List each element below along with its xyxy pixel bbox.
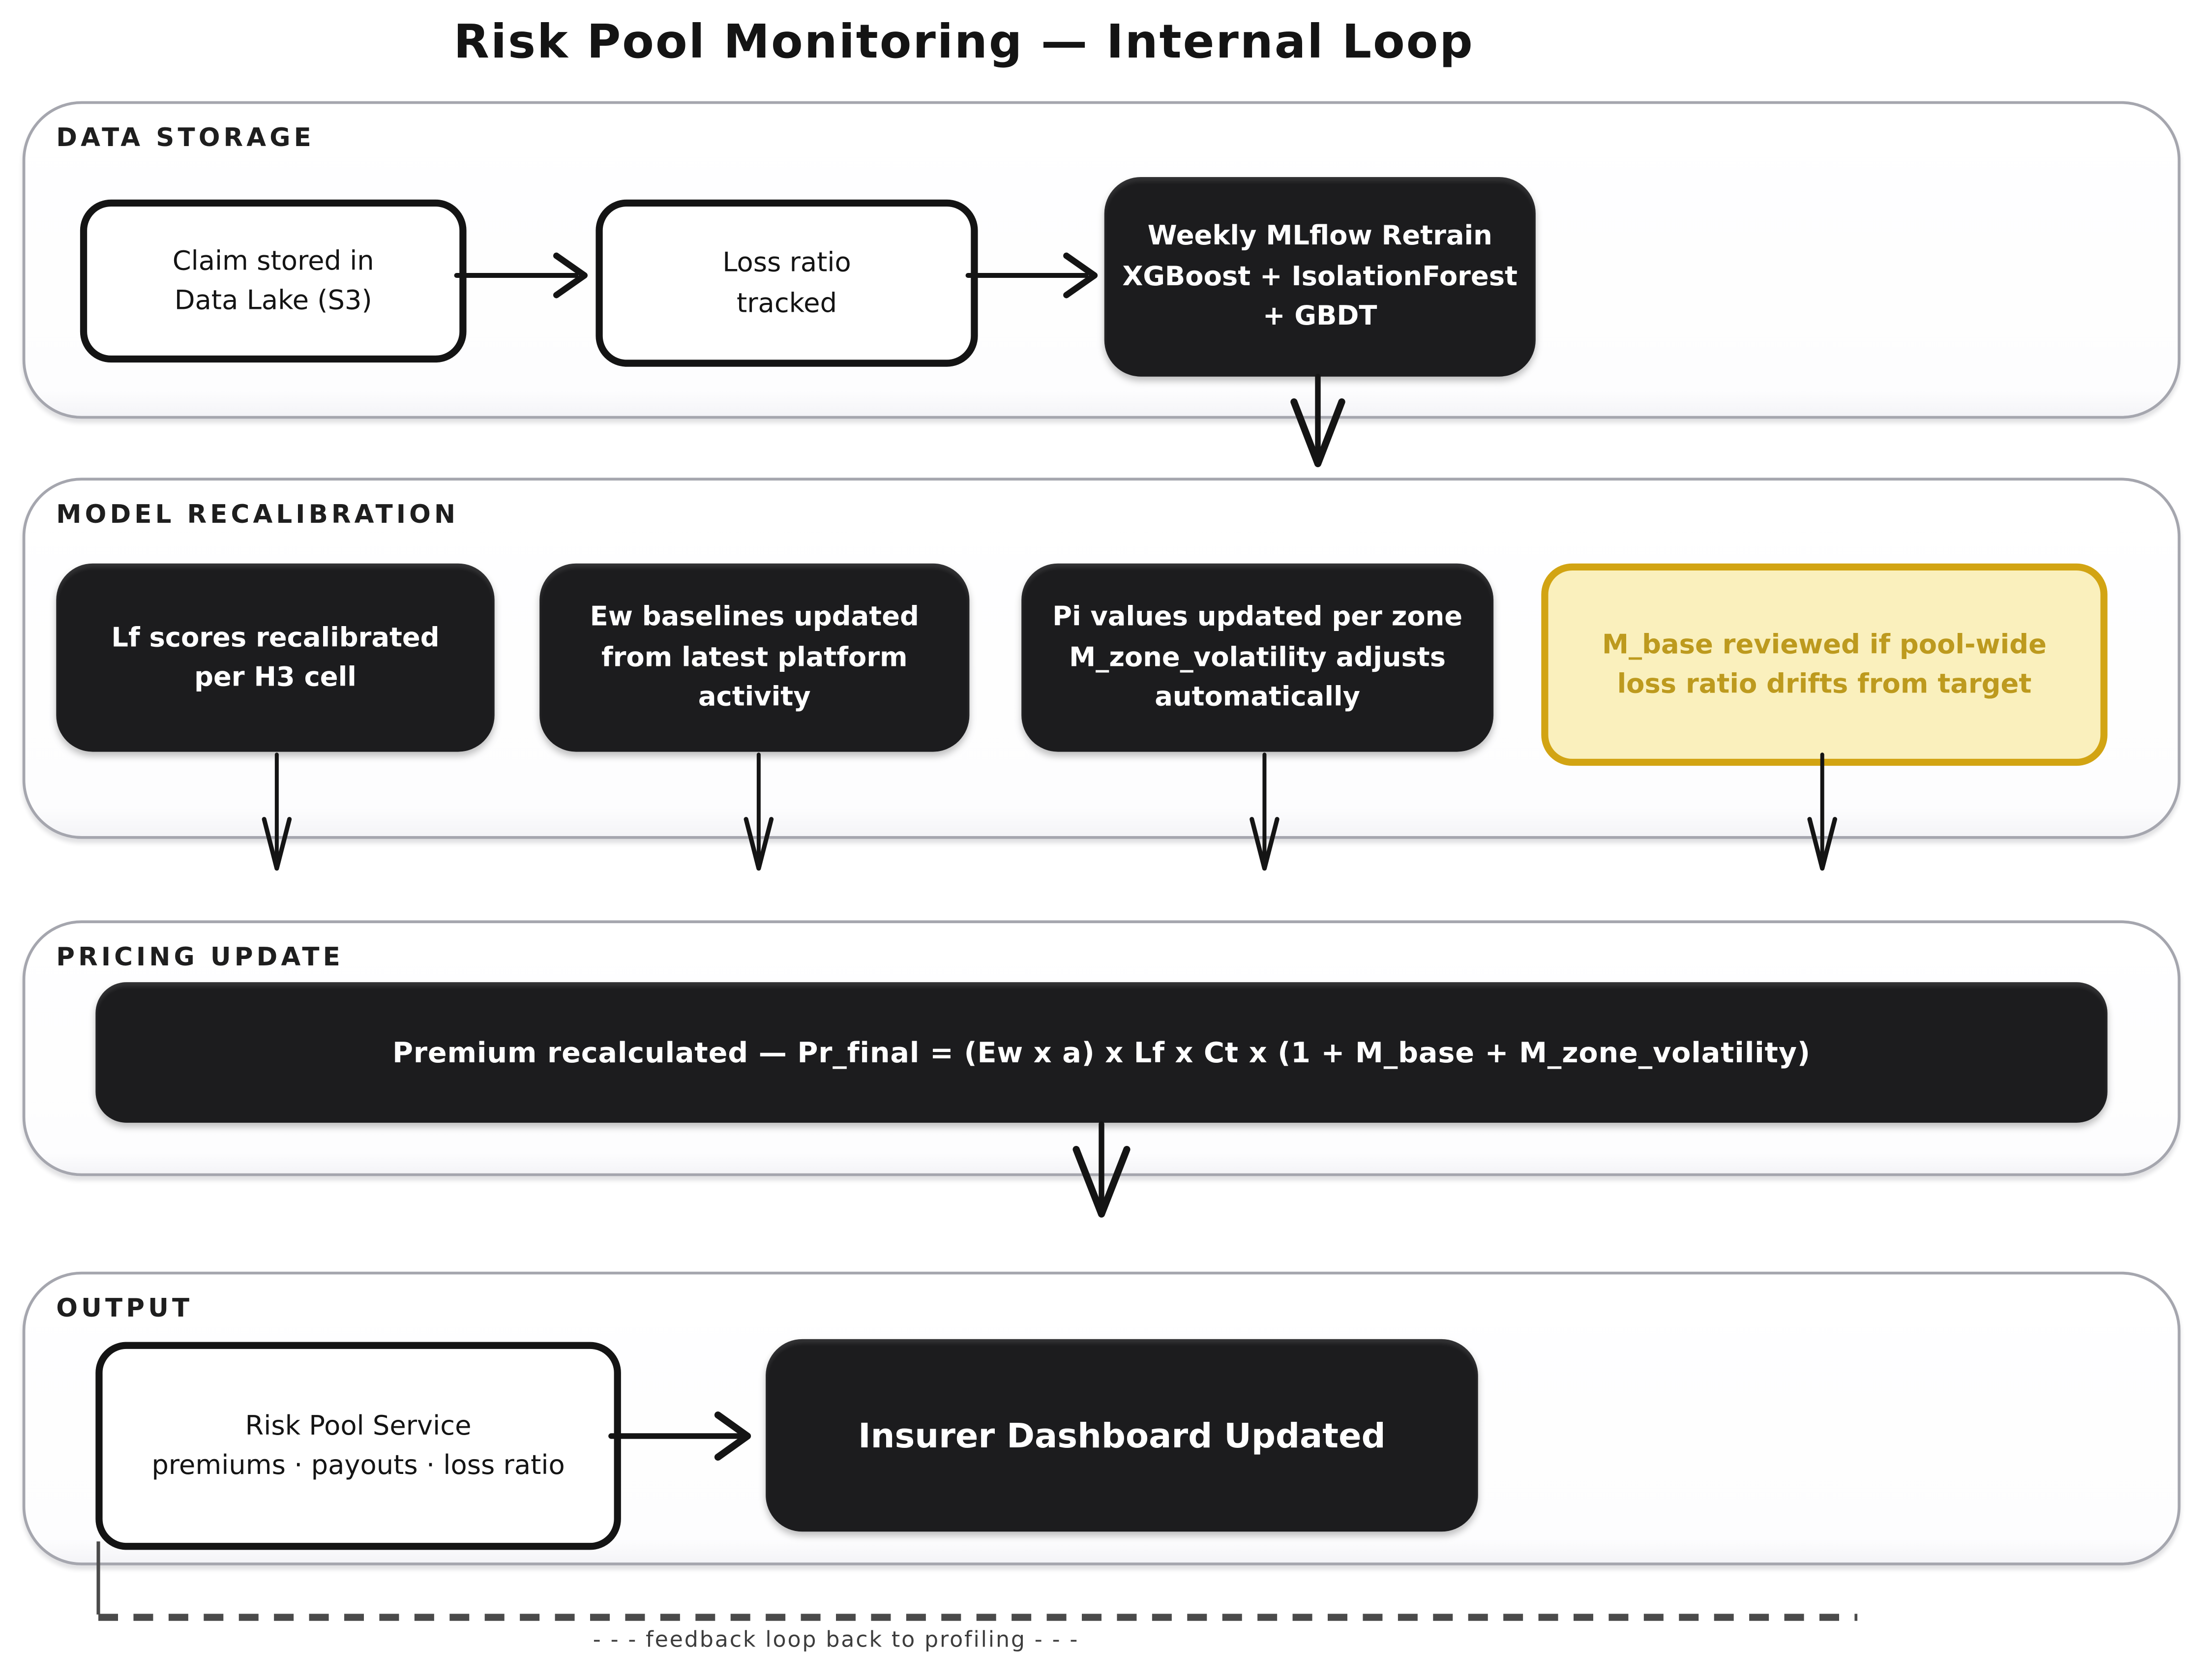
node-lf-scores: Lf scores recalibrated per H3 cell	[56, 563, 495, 752]
node-claim-stored: Claim stored in Data Lake (S3)	[80, 199, 467, 363]
section-label-data-storage: DATA STORAGE	[56, 123, 315, 153]
node-risk-pool-service: Risk Pool Service premiums · payouts · l…	[95, 1342, 621, 1550]
section-label-model-recalibration: MODEL RECALIBRATION	[56, 500, 459, 530]
node-pi-values: Pi values updated per zone M_zone_volati…	[1021, 563, 1494, 752]
section-label-output: OUTPUT	[56, 1294, 193, 1324]
node-m-base-review: M_base reviewed if pool-wide loss ratio …	[1541, 563, 2108, 766]
node-weekly-mlflow-retrain: Weekly MLflow Retrain XGBoost + Isolatio…	[1104, 177, 1536, 377]
node-loss-ratio-tracked: Loss ratio tracked	[595, 199, 978, 367]
section-label-pricing-update: PRICING UPDATE	[56, 943, 344, 973]
node-ew-baselines: Ew baselines updated from latest platfor…	[539, 563, 970, 752]
node-premium-formula: Premium recalculated — Pr_final = (Ew x …	[95, 982, 2108, 1123]
page-title: Risk Pool Monitoring — Internal Loop	[453, 14, 1474, 69]
node-insurer-dashboard: Insurer Dashboard Updated	[766, 1339, 1478, 1532]
feedback-loop-label: - - - feedback loop back to profiling - …	[593, 1627, 1079, 1652]
